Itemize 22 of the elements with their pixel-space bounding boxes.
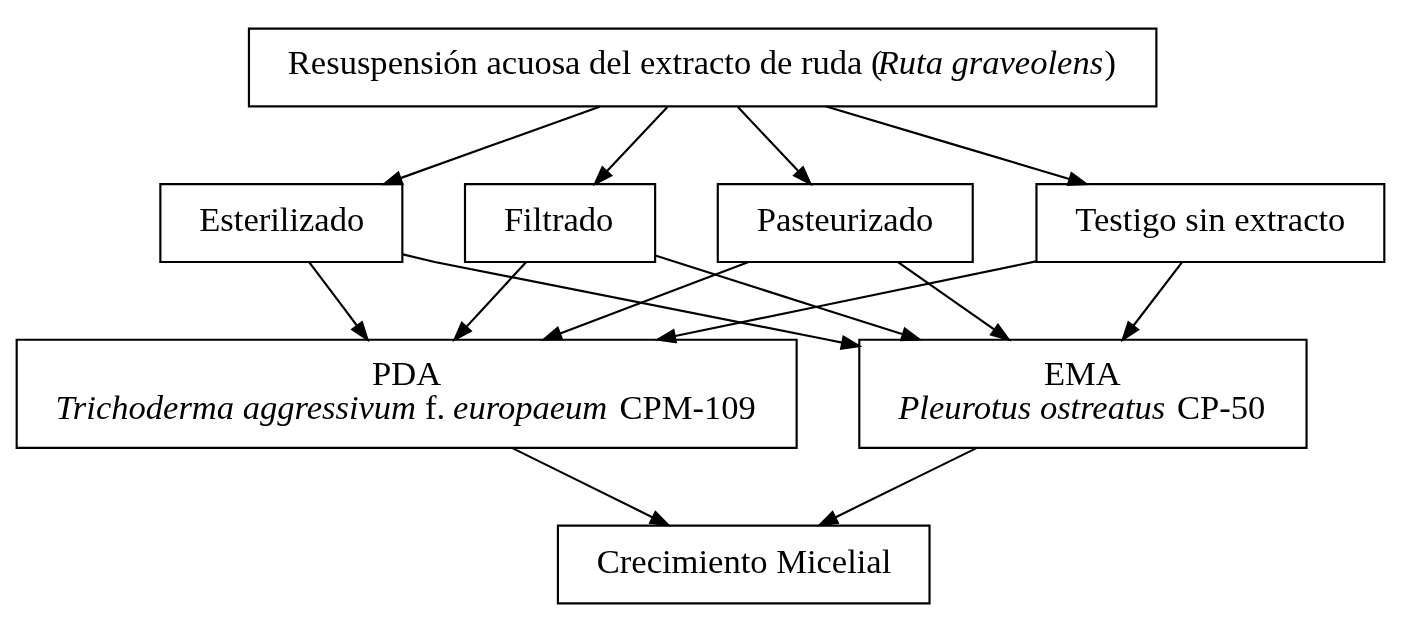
arrow: [308, 261, 370, 343]
node-box: EMA Pleurotus ostreatus CP-50: [858, 338, 1308, 449]
arrow: [381, 105, 600, 186]
node-box: Esterilizado: [159, 183, 404, 264]
arrow: [897, 261, 1012, 342]
node-box: PDA Trichoderma aggressivum f. europaeum CPM-109: [15, 338, 798, 449]
arrow: [825, 105, 1090, 186]
arrow: [816, 447, 977, 527]
arrow: [655, 254, 923, 342]
node-box: Filtrado: [463, 183, 657, 264]
node-box: Testigo sin extracto: [1035, 183, 1386, 264]
arrow: [654, 260, 1037, 344]
arrow: [511, 447, 672, 527]
arrow: [737, 106, 813, 187]
node-box: Pasteurizado: [716, 183, 974, 264]
arrow: [402, 253, 863, 350]
arrow: [1120, 261, 1183, 343]
arrow: [592, 106, 669, 187]
node-box: Crecimiento Micelial: [556, 524, 931, 605]
arrow: [452, 261, 527, 343]
arrow: [540, 261, 749, 341]
node-box: Resuspensión acuosa del extracto de ruda (Ruta graveolens): [247, 27, 1158, 108]
